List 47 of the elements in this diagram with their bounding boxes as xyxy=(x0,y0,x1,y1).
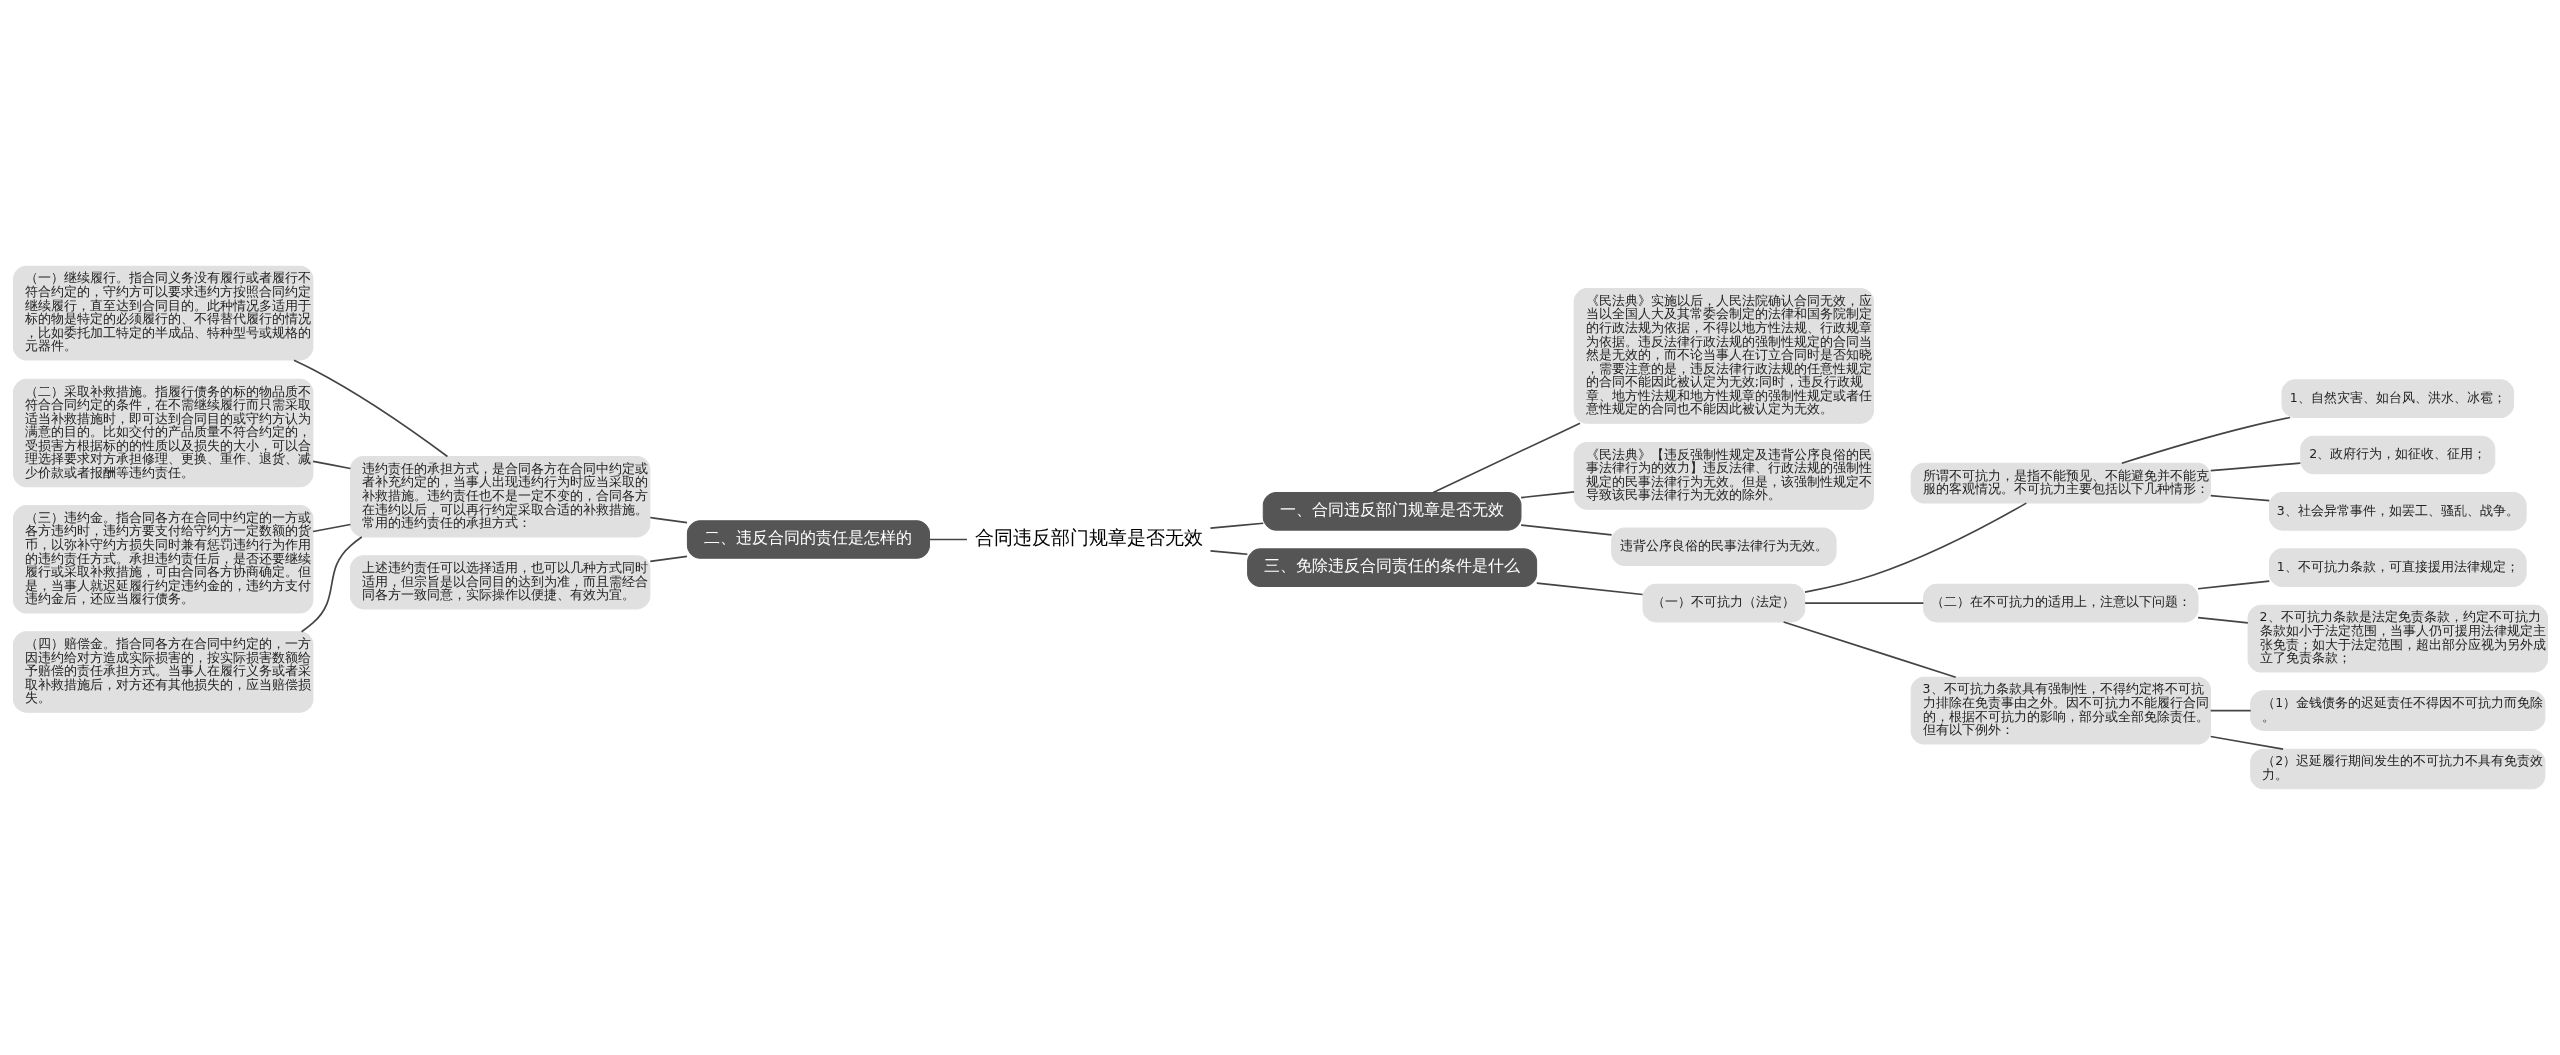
connector xyxy=(2209,462,2301,472)
node-box: 1、不可抗力条款，可直接援用法律规定； xyxy=(2268,548,2527,587)
connector xyxy=(648,555,688,563)
node-box: 3、不可抗力条款具有强制性，不得约定将不可抗力排除在免责事由之外。因不可抗力不能履行合同的，根据不可抗力的影响，部分或全部免除责任。但有以下例外： xyxy=(1910,676,2211,745)
node-box: 违约责任的承担方式，是合同各方在合同中约定或者补充约定的，当事人出现违约行为时应当采取的补救措施。违约责任也不是一定不变的，合同各方在违约以后，可以再行约定采取合适的补救措施。常用的违约责任的承担方式： xyxy=(349,456,650,538)
node-text: 合同违反部门规章是否无效 xyxy=(974,527,1203,549)
node-box: 一、合同违反部门规章是否无效 xyxy=(1262,492,1521,531)
node-box: 3、社会异常事件，如罢工、骚乱、战争。 xyxy=(2268,492,2527,531)
connector xyxy=(1519,524,1612,536)
node-box: 上述违约责任可以选择适用，也可以几种方式同时适用，但宗旨是以合同目的达到为准，而且需经合同各方一致同意，实际操作以便捷、有效为宜。 xyxy=(349,555,650,610)
connector xyxy=(1803,602,1924,604)
connector xyxy=(2196,580,2270,590)
connector xyxy=(928,538,968,541)
node-box: 1、自然灾害、如台风、洪水、冰雹； xyxy=(2280,379,2514,418)
connector xyxy=(648,516,688,524)
connector xyxy=(292,359,448,458)
node-box: （二）在不可抗力的适用上，注意以下问题： xyxy=(1922,583,2199,623)
node-box: 违背公序良俗的民事法律行为无效。 xyxy=(1610,527,1837,567)
node-box: 2、不可抗力条款是法定免责条款，约定不可抗力条款如小于法定范围，当事人仍可援用法律规定主张免责；如大于法定范围，超出部分应视为另外成立了免责条款； xyxy=(2247,604,2548,673)
node-box: （一）继续履行。指合同义务没有履行或者履行不符合约定的，守约方可以要求违约方按照合同约定继续履行，直至达到合同目的。此种情况多适用于标的物是特定的必须履行的、不得替代履行的情况，比如委托加工特定的半成品、特种型号或规格的元器件。 xyxy=(12,265,313,361)
node-box: （四）赔偿金。指合同各方在合同中约定的，一方因违约给对方造成实际损害的，按实际损害数额给予赔偿的责任承担方式。当事人在履行义务或者采取补救措施后，对方还有其他损失的，应当赔偿损失。 xyxy=(12,631,313,713)
node-box: 二、违反合同的责任是怎样的 xyxy=(686,520,930,559)
node-box: （三）违约金。指合同各方在合同中约定的一方或各方违约时，违约方要支付给守约方一定数额的货币，以弥补守约方损失同时兼有惩罚违约行为作用的违约责任方式。承担违约责任后，是否还要继续履行或采取补救措施，可由合同各方协商确定。但是，当事人就迟延履行约定违约金的，违约方支付违约金后，还应当履行债务。 xyxy=(12,505,313,614)
node-box: 三、免除违反合同责任的条件是什么 xyxy=(1246,548,1537,587)
connector xyxy=(2209,494,2270,502)
connector xyxy=(300,536,363,633)
connector xyxy=(1803,502,2027,593)
connector xyxy=(1209,549,1248,556)
node-box: 《民法典》实施以后，人民法院确认合同无效，应当以全国人大及其常委会制定的法律和国务院制定的行政法规为依据，不得以地方性法规、行政规章为依据。违反法律行政法规的强制性规定的合同当然是无效的，而不论当事人在订立合同时是否知晓，需要注意的是，违反法律行政法规的任意性规定的合同不能因此被认定为无效;同时，违反行政规章、地方性法规和地方性规章的强制性规定或者任意性规定的合同也不能因此被认定为无效。 xyxy=(1573,288,1874,424)
connector xyxy=(2196,616,2249,624)
connector xyxy=(311,523,351,533)
node-box: （2）迟延履行期间发生的不可抗力不具有免责效力。 xyxy=(2249,748,2545,790)
connector xyxy=(2120,416,2291,465)
connector xyxy=(1431,422,1581,494)
connector xyxy=(311,460,351,470)
connector xyxy=(2209,709,2251,712)
node-box: （二）采取补救措施。指履行债务的标的物品质不符合合同约定的条件，在不需继续履行而只需采取适当补救措施时，即可达到合同目的或守约方认为满意的目的。比如交付的产品质量不符合约定的，受损害方根据标的的性质以及损失的大小，可以合理选择要求对方承担修理、更换、重作、退货、减少价款或者报酬等违约责任。 xyxy=(12,378,313,488)
connector xyxy=(1535,582,1643,596)
node-box: 2、政府行为，如征收、征用； xyxy=(2299,435,2495,475)
node-box: （1）金钱债务的迟延责任不得因不可抗力而免除。 xyxy=(2249,690,2545,731)
node-box: 所谓不可抗力，是指不能预见、不能避免并不能克服的客观情况。不可抗力主要包括以下几种情形： xyxy=(1910,462,2211,504)
connector xyxy=(1782,621,1957,679)
node-box: （一）不可抗力（法定） xyxy=(1642,583,1805,623)
connector xyxy=(1209,522,1264,530)
connector xyxy=(1519,491,1575,499)
node-box: 《民法典》【违反强制性规定及违背公序良俗的民事法律行为的效力】违反法律、行政法规的强制性规定的民事法律行为无效。但是，该强制性规定不导致该民事法律行为无效的除外。 xyxy=(1573,441,1874,510)
connector xyxy=(2209,735,2284,750)
